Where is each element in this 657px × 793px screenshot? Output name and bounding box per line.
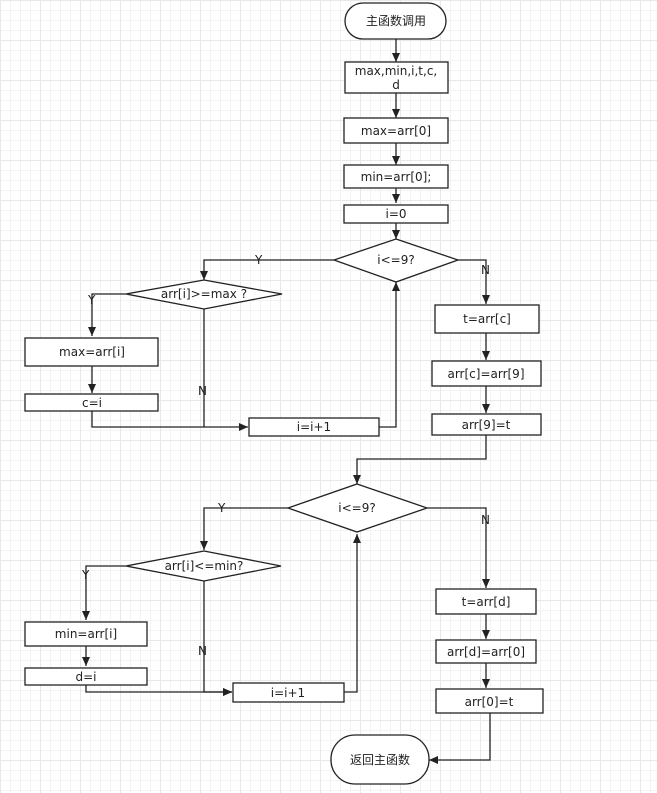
inc1-box — [248, 417, 380, 437]
i-init-box — [343, 204, 449, 224]
inc2-box — [232, 682, 345, 703]
set-c-box — [24, 393, 159, 412]
decl-label-line2: d — [392, 78, 400, 92]
edge-loop2-yes — [200, 507, 288, 550]
label-loop2-yes: Y — [217, 501, 226, 515]
edge-arr9-loop2 — [353, 435, 487, 484]
nodes: 主函数调用 max,min,i,t,c, d max=arr[0] min=ar… — [24, 2, 544, 785]
label-cmpmin-yes: Y — [81, 568, 90, 582]
edge-cmpmin-no — [203, 581, 232, 696]
edge-cmpmax-yes — [88, 293, 126, 336]
end-terminator — [330, 734, 430, 785]
arrc-arr9-box — [431, 360, 542, 387]
set-min-box — [24, 621, 148, 647]
label-cmpmin-no: N — [198, 644, 207, 658]
arr0-t-label: arr[0]=t — [465, 695, 514, 709]
label-loop1-yes: Y — [254, 253, 263, 267]
edge-cmpmin-yes — [82, 565, 126, 620]
arr9-t-label: arr[9]=t — [462, 418, 511, 432]
cmp-min-decision — [125, 550, 282, 582]
t-c-label: t=arr[c] — [463, 312, 511, 326]
arrd-arr0-box — [435, 639, 537, 664]
end-label: 返回主函数 — [350, 752, 410, 767]
edge-setd-inc2 — [85, 685, 232, 696]
min-init-label: min=arr[0]; — [361, 170, 432, 184]
edge-arr0-end — [429, 713, 491, 764]
loop1-label: i<=9? — [377, 253, 414, 267]
max-init-box — [343, 117, 449, 144]
i-init-label: i=0 — [385, 207, 406, 221]
cmp-min-label: arr[i]<=min? — [165, 559, 244, 573]
edge-inc2-loop2 — [344, 534, 361, 693]
t-d-box — [435, 588, 537, 615]
inc1-label: i=i+1 — [297, 420, 331, 434]
cmp-max-label: arr[i]>=max ? — [161, 287, 247, 301]
start-terminator — [344, 2, 447, 40]
arrc-arr9-label: arr[c]=arr[9] — [447, 367, 524, 381]
set-max-label: max=arr[i] — [59, 345, 125, 359]
start-label: 主函数调用 — [366, 13, 426, 28]
loop2-decision — [286, 483, 430, 533]
set-max-box — [24, 337, 159, 367]
set-d-box — [24, 667, 148, 686]
label-loop1-no: N — [481, 263, 490, 277]
arr0-t-box — [435, 688, 544, 714]
decl-label-line1: max,min,i,t,c, — [355, 64, 437, 78]
edges — [82, 39, 491, 764]
cmp-max-decision — [125, 279, 283, 310]
edge-labels: Y N Y N Y N Y N — [81, 253, 490, 658]
t-d-label: t=arr[d] — [462, 595, 511, 609]
label-cmpmax-no: N — [198, 384, 207, 398]
max-init-label: max=arr[0] — [361, 124, 431, 138]
arrd-arr0-label: arr[d]=arr[0] — [447, 645, 525, 659]
set-d-label: d=i — [75, 670, 96, 684]
edge-loop1-no — [458, 259, 490, 304]
inc2-label: i=i+1 — [271, 686, 305, 700]
loop1-decision — [332, 238, 460, 283]
edge-setc-inc1 — [91, 411, 248, 431]
loop2-label: i<=9? — [338, 501, 375, 515]
label-loop2-no: N — [481, 513, 490, 527]
label-cmpmax-yes: Y — [87, 293, 96, 307]
set-c-label: c=i — [82, 396, 102, 410]
edge-loop1-yes — [200, 259, 334, 280]
edge-loop2-no — [427, 507, 490, 588]
t-c-box — [434, 304, 540, 334]
set-min-label: min=arr[i] — [55, 627, 117, 641]
arr9-t-box — [431, 413, 542, 436]
edge-inc1-loop1 — [379, 282, 400, 428]
decl-box — [344, 61, 449, 94]
min-init-box — [343, 164, 449, 189]
